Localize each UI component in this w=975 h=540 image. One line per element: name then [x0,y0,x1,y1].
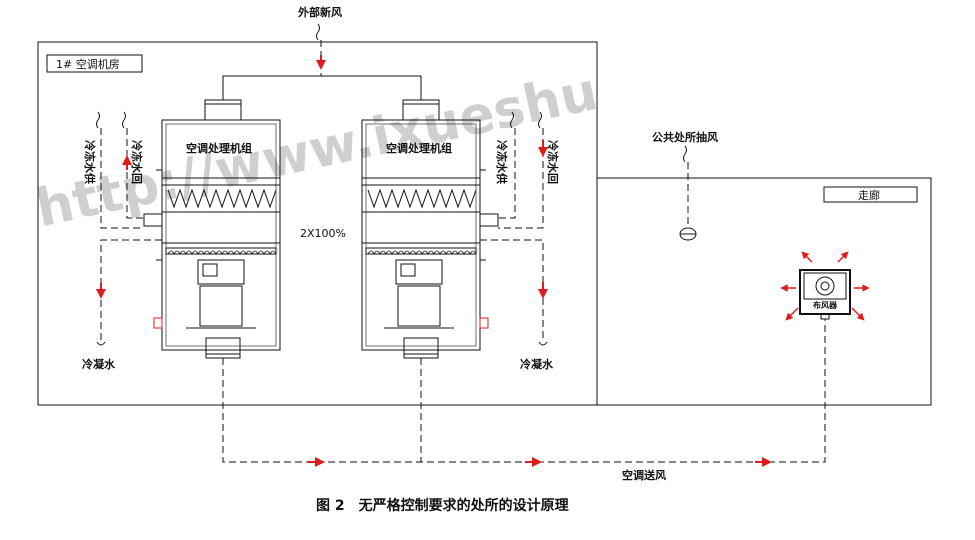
chilled-supply-right-pipe [498,128,516,219]
fresh-air-inlet-symbol [316,23,320,41]
diffuser-label: 布风器 [812,300,838,310]
condensate-right-label: 冷凝水 [520,357,554,371]
diffuser-icon [780,251,870,321]
fresh-air-branch [222,75,422,100]
chilled-return-left-pipe [126,128,144,219]
chilled-supply-left-pipe [100,128,144,229]
chilled-return-right-pipe [498,128,544,229]
condensate-left-label: 冷凝水 [82,357,116,371]
ac-room-label-box [46,54,143,73]
ac-supply-air-label: 空调送风 [622,468,666,482]
corridor-label-box [823,186,918,203]
public-exhaust-label: 公共处所抽风 [652,130,718,144]
ahu-right-label: 空调处理机组 [386,141,452,155]
chilled-supply-right-symbol [510,111,514,129]
chilled-supply-right-label: 冷冻水供 [495,140,509,184]
outside-fresh-air-label: 外部新风 [297,5,342,19]
chilled-supply-left-symbol [96,111,100,129]
public-exhaust-outlet-symbol [683,145,687,163]
watermark: http://www.ixueshu [31,62,603,240]
corridor-label: 走廊 [858,188,880,202]
ahu-left [143,99,281,359]
chilled-supply-left-label: 冷冻水供 [83,140,97,184]
chilled-return-left-label: 冷冻水回 [130,140,144,184]
ac-room-label: 1# 空调机房 [56,57,120,71]
condensate-left-pipe [100,239,162,340]
condensate-right-pipe [480,239,544,340]
ahu-left-label: 空调处理机组 [186,141,252,155]
figure-caption: 图 2 无严格控制要求的处所的设计原理 [316,497,569,514]
chilled-return-right-label: 冷冻水回 [546,140,560,184]
capacity-label: 2X100% [300,227,346,240]
condensate-right-drain-symbol [538,341,548,346]
condensate-left-drain-symbol [96,341,106,346]
chilled-return-left-symbol [122,111,126,129]
ahu-right [361,99,499,359]
chilled-return-right-symbol [538,111,542,129]
ac-supply-air-duct [222,319,826,463]
corridor-boundary [596,177,932,406]
